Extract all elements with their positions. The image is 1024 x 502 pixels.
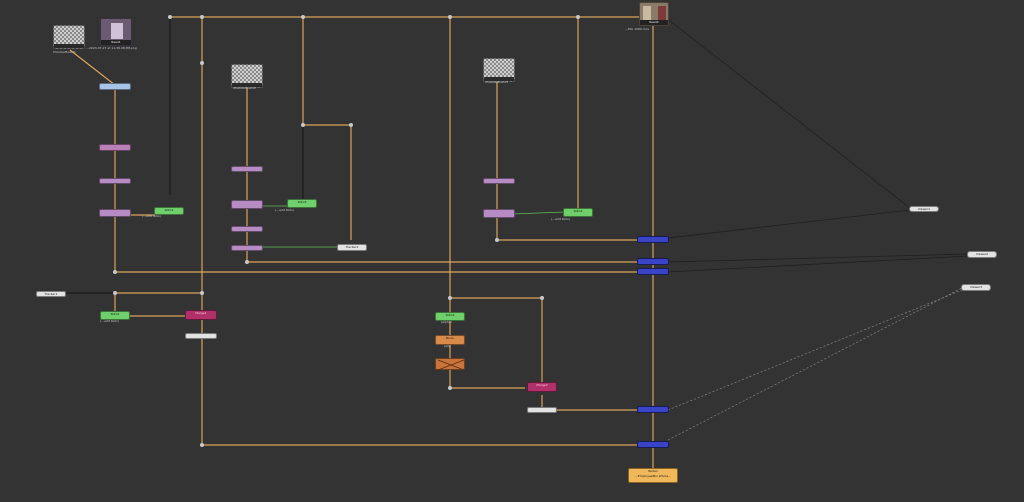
cross-icon [437,359,465,371]
node-filename: …EmployeeMix Whole… [634,474,672,478]
merge-node[interactable]: Merge2 [527,382,557,392]
wire [449,17,543,385]
viewer-node[interactable]: Viewer1 [909,206,939,212]
junction-dot[interactable] [448,386,452,390]
node-label: Viewer1 [917,207,931,211]
filter-node[interactable] [231,245,263,251]
filter-node[interactable] [99,209,131,217]
node-label: Viewer3 [969,285,983,289]
junction-dot[interactable] [200,61,204,65]
junction-dot[interactable] [200,15,204,19]
filter-node[interactable] [99,178,131,184]
wire [667,289,963,411]
checkerboard-node[interactable] [53,25,85,49]
checkerboard-node[interactable] [483,58,515,82]
junction-dot[interactable] [113,291,117,295]
transform-node[interactable] [99,83,131,90]
wire [201,320,640,446]
node-label: CheckerBoard2 [233,86,256,90]
node-sublabel: (…edit Roto) [142,214,161,218]
output-node[interactable] [527,407,557,413]
filter-node[interactable] [231,166,263,172]
wire [667,253,969,263]
node-label: Merge1 [195,311,207,315]
junction-dot[interactable] [540,296,544,300]
viewer-node[interactable]: Viewer3 [961,284,991,291]
node-label: CheckerBoard3 [485,80,508,84]
node-label: Roto1 [164,208,174,212]
node-label: Roto3 [297,200,307,204]
node-label: Blur1 [446,336,454,340]
node-filename: …Mix 1080.mov [625,27,650,31]
tracker-node[interactable]: Tracker1 [36,291,66,297]
transform-node[interactable] [435,358,465,371]
node-label: Read2 [640,20,668,25]
junction-dot[interactable] [245,260,249,264]
blur-node[interactable]: Blur1 [435,335,465,345]
node-label: CheckerBoard1 [53,50,76,54]
node-label: Roto2 [110,312,120,316]
junction-dot[interactable] [200,291,204,295]
junction-dot[interactable] [448,296,452,300]
junction-dot[interactable] [576,15,580,19]
junction-dot[interactable] [168,15,172,19]
filter-node[interactable] [483,178,515,184]
junction-dot[interactable] [349,123,353,127]
node-sublabel: (alpha) [441,320,452,324]
node-label: Roto5 [445,313,455,317]
wire [69,49,116,86]
junction-dot[interactable] [200,443,204,447]
tracker-node[interactable]: Tracker2 [337,244,367,251]
node-filename: …2023-07-27 at 11.38.48 PM.png [86,46,137,50]
composite-node[interactable] [637,441,669,448]
node-label: Roto4 [573,209,583,213]
junction-dot[interactable] [113,270,117,274]
node-sublabel: (all) [444,344,450,348]
write-node[interactable]: Write1 …EmployeeMix Whole… [628,468,678,483]
filter-node[interactable] [483,209,515,218]
roto-node[interactable]: Roto5 [435,312,465,321]
checkerboard-node[interactable] [231,64,263,88]
output-node[interactable] [185,333,217,339]
roto-node[interactable]: Roto4 [563,208,593,217]
read-node[interactable]: Read2 [639,2,669,26]
node-sublabel: (…edit Roto) [275,208,294,212]
junction-dot[interactable] [301,123,305,127]
filter-node[interactable] [231,200,263,209]
merge-node[interactable]: Merge1 [185,310,217,320]
node-label: Tracker1 [44,292,58,296]
composite-node[interactable] [637,236,669,243]
wire [667,209,911,239]
roto-node[interactable]: Roto3 [287,199,317,208]
transform-node[interactable] [99,144,131,151]
junction-dot[interactable] [448,15,452,19]
roto-node[interactable]: Roto2 [100,311,130,320]
node-label: Tracker2 [345,245,359,249]
wire [667,287,963,441]
wire [114,215,640,273]
composite-node[interactable] [637,406,669,413]
wire [246,250,640,263]
wire [664,16,911,209]
viewer-node[interactable]: Viewer2 [967,251,997,258]
roto-node[interactable]: Roto1 [154,207,184,215]
junction-dot[interactable] [495,238,499,242]
node-sublabel: (…edit Roto) [551,217,570,221]
composite-node[interactable] [637,268,669,275]
node-label: Write1 [648,469,658,473]
node-sublabel: (…edit Roto) [100,319,119,323]
node-label: Viewer2 [975,252,989,256]
node-label: Merge2 [536,383,548,387]
wire [667,255,969,273]
node-label: Read1 [101,40,131,45]
filter-node[interactable] [231,226,263,232]
wire [302,17,352,240]
junction-dot[interactable] [301,15,305,19]
read-node[interactable]: Read1 [100,18,132,46]
composite-node[interactable] [637,258,669,265]
wire [511,211,566,215]
